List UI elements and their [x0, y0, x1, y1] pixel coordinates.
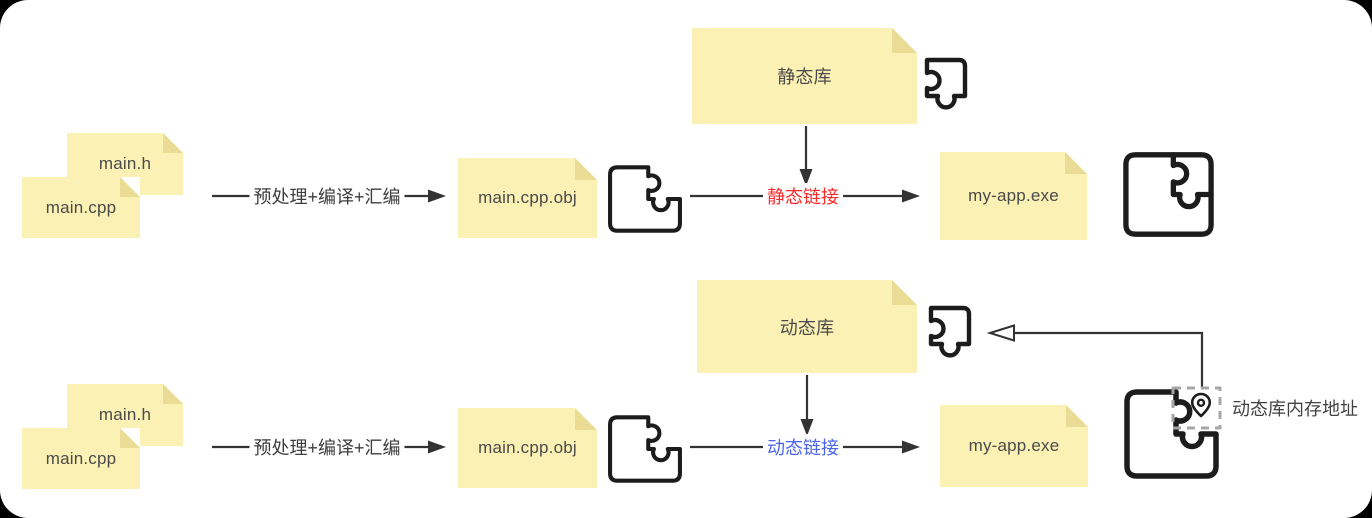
dynamic-link-label: 动态链接 — [763, 434, 843, 460]
memory-address-label: 动态库内存地址 — [1232, 399, 1358, 419]
incomplete-puzzle-icon — [608, 415, 682, 483]
folded-corner — [163, 384, 183, 404]
note-label: my-app.exe — [968, 436, 1060, 455]
compile-step-label-top: 预处理+编译+汇编 — [249, 183, 405, 209]
folded-corner — [575, 408, 597, 430]
location-pin-icon — [1190, 392, 1212, 418]
note-label: main.cpp — [45, 448, 117, 468]
static-link-label: 静态链接 — [763, 183, 843, 209]
sticky-note-main-cpp-bottom: main.cpp — [22, 428, 140, 489]
sticky-note-object-file-bottom: main.cpp.obj — [458, 408, 597, 488]
dynamic-library-down-arrow — [800, 375, 814, 436]
compile-step-label-bottom: 预处理+编译+汇编 — [249, 434, 405, 460]
folded-corner — [892, 280, 917, 305]
puzzle-missing-piece-icon — [1124, 386, 1222, 479]
sticky-note-object-file-top: main.cpp.obj — [458, 158, 597, 238]
missing-piece-slot — [1171, 386, 1222, 430]
puzzle-piece-icon — [928, 305, 972, 358]
memory-address-connector — [986, 324, 1204, 389]
note-label: 静态库 — [777, 67, 832, 87]
folded-corner — [120, 177, 140, 197]
static-library-down-arrow — [799, 126, 813, 186]
note-label: main.h — [98, 405, 152, 424]
folded-corner — [575, 158, 597, 180]
sticky-note-static-library: 静态库 — [692, 28, 917, 124]
folded-corner — [892, 28, 917, 53]
note-label: my-app.exe — [968, 186, 1059, 205]
note-label: main.cpp.obj — [478, 188, 577, 207]
note-label: 动态库 — [779, 317, 835, 338]
sticky-note-main-cpp-top: main.cpp — [22, 177, 140, 238]
note-label: main.cpp.obj — [478, 438, 577, 457]
puzzle-piece-icon — [924, 57, 968, 110]
note-label: main.cpp — [45, 197, 117, 217]
sticky-note-dynamic-library: 动态库 — [697, 280, 917, 373]
sticky-note-exe-top: my-app.exe — [940, 152, 1087, 240]
folded-corner — [163, 133, 183, 153]
complete-puzzle-icon — [1123, 152, 1214, 237]
incomplete-puzzle-icon — [608, 165, 682, 233]
folded-corner — [1066, 405, 1088, 427]
sticky-note-exe-bottom: my-app.exe — [940, 405, 1088, 487]
folded-corner — [1065, 152, 1087, 174]
note-label: main.h — [98, 154, 152, 173]
folded-corner — [120, 428, 140, 448]
